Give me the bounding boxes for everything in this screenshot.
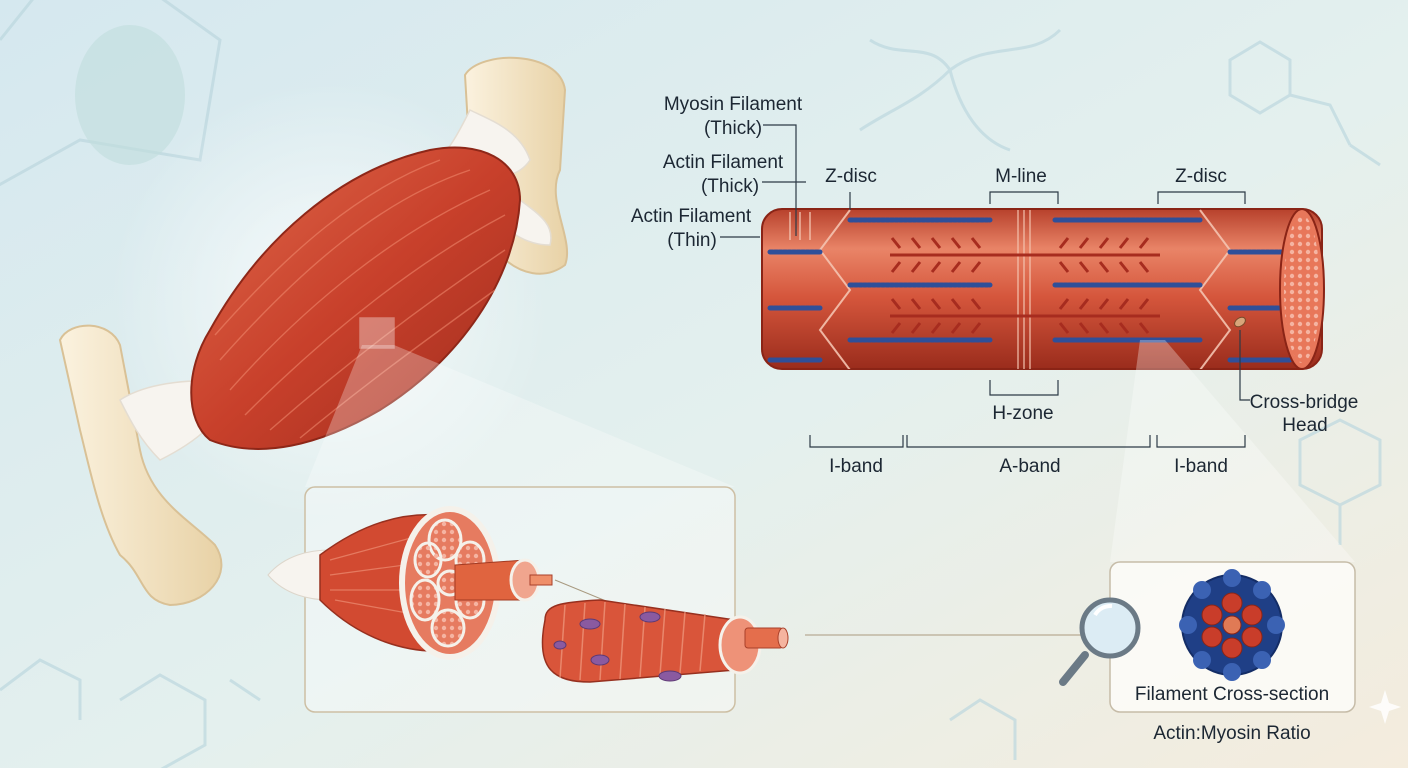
left-end-filaments <box>789 212 811 240</box>
cross-bridge-head-marker <box>1234 316 1246 328</box>
filament-cross-section-label: Filament Cross-section <box>1134 684 1330 705</box>
sarcomere <box>761 208 1355 562</box>
a-band-label: A-band <box>999 456 1061 477</box>
bone-lower <box>58 324 223 607</box>
i-band-left-label: I-band <box>829 456 883 477</box>
h-zone-label: H-zone <box>992 403 1054 424</box>
z-disc-left-label: Z-disc <box>825 166 877 187</box>
sparkle-icon <box>1369 690 1401 724</box>
z-disc-right-label: Z-disc <box>1175 166 1227 187</box>
cross-bridge-label: Cross-bridge <box>1249 392 1359 413</box>
zoom-beam-to-fascicle <box>305 345 735 487</box>
myofibril-strand <box>529 574 553 586</box>
actin-filament-thick-label: Actin Filament <box>662 152 784 173</box>
m-line-label: M-line <box>995 166 1047 187</box>
muscle-belly <box>190 146 522 450</box>
z-disc-lines <box>818 209 1232 369</box>
zoom-selection-marker <box>359 317 395 349</box>
myosin-filament-label: Myosin Filament <box>663 94 803 115</box>
actin-filament-thick-sub-label: (Thick) <box>700 176 760 197</box>
myosin-filament-sub-label: (Thick) <box>703 118 763 139</box>
actin-filament-thin-sub-label: (Thin) <box>667 230 717 251</box>
actin-filament-thin-label: Actin Filament <box>630 206 752 227</box>
fiber-inset <box>267 486 1110 713</box>
i-band-right-label: I-band <box>1174 456 1228 477</box>
myofibril-protrusion-end <box>777 627 789 649</box>
sarcomere-end-face-dots <box>1284 215 1320 363</box>
zoom-beam-to-cross-section <box>1110 340 1355 562</box>
myofibril-protrusion <box>744 627 784 649</box>
m-line-lines <box>1017 210 1031 369</box>
thick-filaments <box>890 237 1160 334</box>
cross-section-panel <box>1109 561 1356 713</box>
muscle-fiber-striations <box>559 601 706 681</box>
filament-cross-section-beads <box>1179 569 1285 681</box>
cross-bridge-sub-label: Head <box>1282 415 1328 436</box>
actin-myosin-ratio-label: Actin:Myosin Ratio <box>1153 723 1311 744</box>
whole-muscle <box>58 56 735 607</box>
filament-cross-section-core <box>1201 592 1263 659</box>
sarcomere-cylinder <box>761 208 1323 370</box>
label-leaders <box>720 124 1250 448</box>
muscle-striations <box>214 159 506 439</box>
fiber-nuclei <box>553 611 682 682</box>
magnifier-icon <box>1059 597 1141 686</box>
